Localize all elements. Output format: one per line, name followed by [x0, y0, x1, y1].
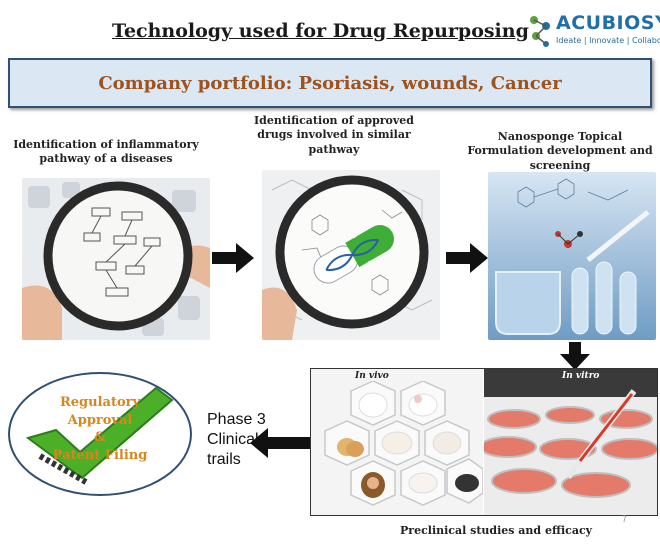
portfolio-banner: Company portfolio: Psoriasis, wounds, Ca…: [8, 58, 652, 108]
reg-line-3: &: [94, 430, 106, 446]
regulatory-ellipse: Regulatory Approval & Patent Filing: [8, 372, 192, 496]
phase-line-3: trails: [207, 451, 241, 468]
page-number: 7: [622, 514, 628, 524]
step-2-label: Identification of approved drugs involve…: [254, 114, 414, 156]
drug-capsule-image: [262, 170, 440, 340]
regulatory-text: Regulatory Approval & Patent Filing: [30, 394, 170, 464]
phase-line-2: Clinical: [207, 431, 259, 448]
in-vivo-label: In vivo: [355, 371, 389, 381]
pathway-magnifier-image: [22, 178, 210, 340]
nanosponge-lab-image: [488, 172, 656, 340]
in-vivo-panel: In vivo: [311, 369, 483, 515]
portfolio-text: Company portfolio: Psoriasis, wounds, Ca…: [98, 72, 562, 94]
arrow-right-icon: [446, 243, 488, 273]
preclinical-caption: Preclinical studies and efficacy: [400, 524, 593, 537]
phase-3-text: Phase 3 Clinical trails: [207, 410, 266, 470]
arrow-right-icon: [212, 243, 254, 273]
checkmark-icon: [26, 386, 174, 485]
arrow-left-icon: [250, 428, 310, 458]
in-vitro-label: In vitro: [562, 371, 600, 381]
company-logo: ACUBIOSYS Ideate | Innovate | Collaborat…: [526, 8, 660, 56]
reg-line-2: Approval: [67, 412, 133, 428]
logo-molecule-icon: [530, 16, 550, 47]
reg-line-1: Regulatory: [59, 395, 141, 410]
in-vitro-panel: In vitro: [484, 369, 657, 515]
phase-line-1: Phase 3: [207, 411, 266, 428]
logo-tagline: Ideate | Innovate | Collaborate: [556, 36, 660, 45]
slide-title: Technology used for Drug Repurposing: [112, 20, 529, 42]
preclinical-panel: In vivo: [310, 368, 658, 516]
step-1-label: Identification of inflammatory pathway o…: [13, 138, 199, 166]
logo-name: ACUBIOSYS: [556, 12, 660, 34]
arrow-down-icon: [560, 342, 590, 370]
reg-line-4: Patent Filing: [52, 447, 148, 463]
step-3-label: Nanosponge Topical Formulation developme…: [467, 130, 653, 172]
